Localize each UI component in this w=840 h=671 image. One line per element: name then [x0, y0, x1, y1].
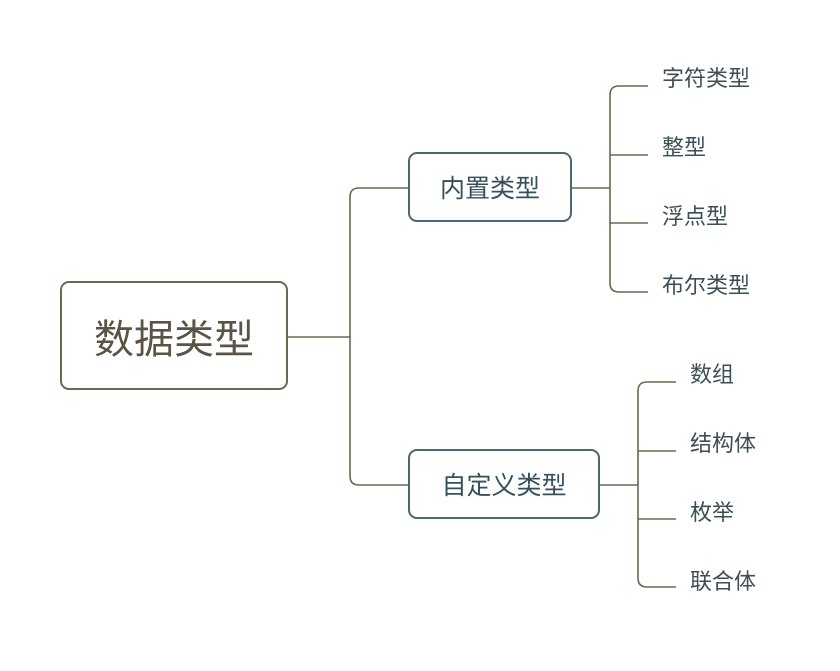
leaf-node-bool-type[interactable]: 布尔类型	[662, 274, 751, 299]
connector-trunk-lower	[349, 337, 408, 486]
branch-node-label: 内置类型	[439, 174, 540, 203]
leaf-node-char-type[interactable]: 字符类型	[662, 67, 751, 92]
leaf-node-integer-type[interactable]: 整型	[662, 136, 707, 161]
leaf-node-enum[interactable]: 枚举	[690, 501, 735, 526]
root-node-label: 数据类型	[94, 316, 254, 363]
branch-node-label: 自定义类型	[441, 471, 567, 500]
branch-node-custom-types[interactable]: 自定义类型	[408, 449, 600, 519]
leaf-node-float-type[interactable]: 浮点型	[662, 205, 729, 230]
branch-node-builtin-types[interactable]: 内置类型	[408, 152, 572, 222]
connector-trunk-upper	[349, 187, 408, 337]
connector-custom-spine	[637, 381, 676, 588]
connector-builtin-spine	[609, 85, 648, 293]
leaf-node-union[interactable]: 联合体	[690, 570, 757, 595]
leaf-node-struct[interactable]: 结构体	[690, 432, 757, 457]
root-node[interactable]: 数据类型	[60, 281, 288, 390]
leaf-node-array[interactable]: 数组	[690, 363, 735, 388]
